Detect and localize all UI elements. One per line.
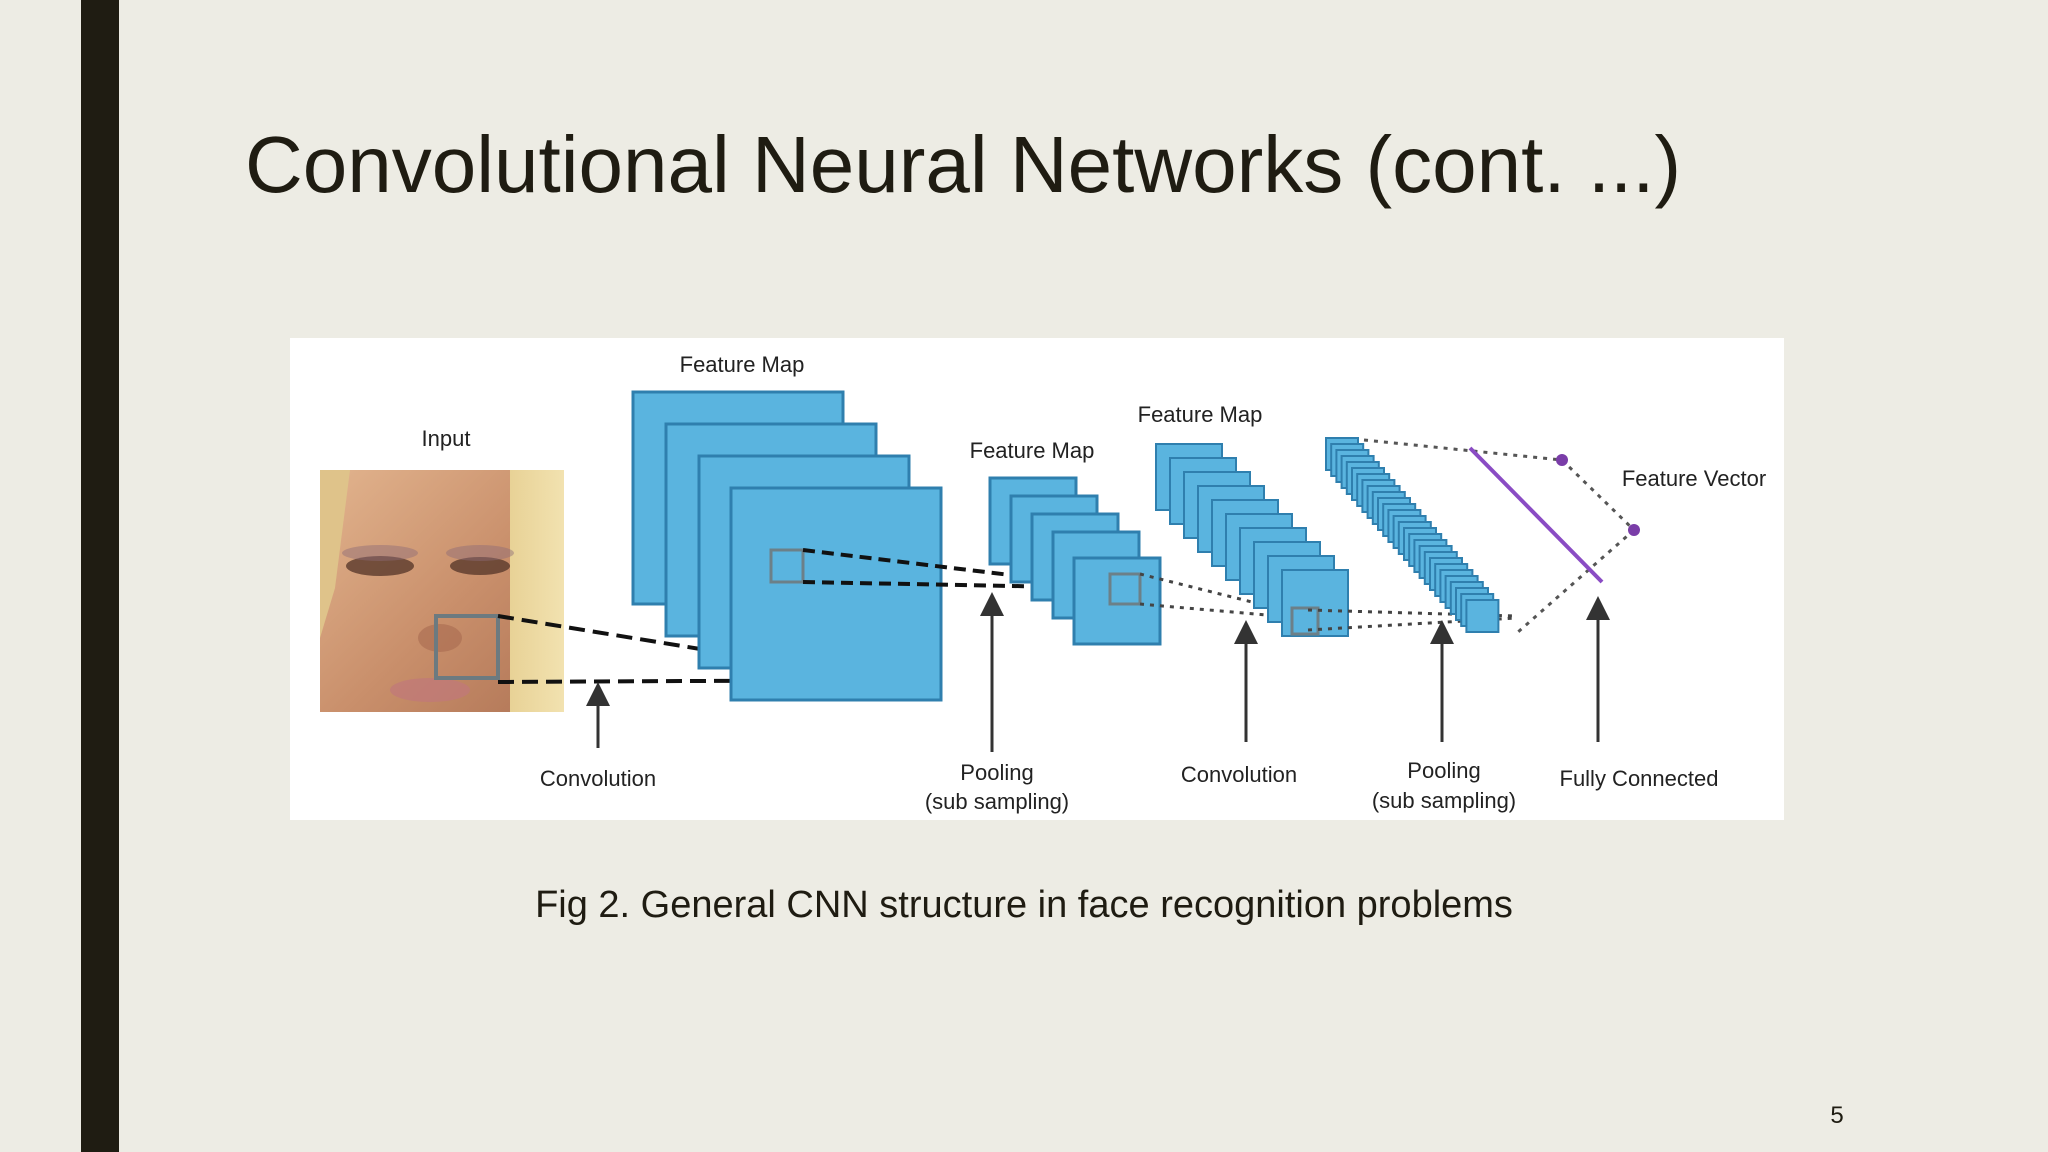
label-pooling-1: Pooling (960, 760, 1033, 785)
label-fully-connected: Fully Connected (1560, 766, 1719, 791)
label-pooling-2: Pooling (1407, 758, 1480, 783)
cnn-diagram-svg: Input Feature Map Feature Map Feature Ma… (320, 352, 1766, 814)
feature-map-stack-2 (988, 476, 1162, 646)
slide-side-bar (81, 0, 119, 1152)
pool1-projection-lines (802, 548, 1119, 590)
page-number: 5 (1830, 1102, 1844, 1129)
feature-map-stack-1 (631, 390, 943, 702)
input-face-image (320, 470, 564, 712)
label-pooling-1-sub: (sub sampling) (925, 789, 1069, 814)
fully-connected-layer (1363, 438, 1640, 634)
label-convolution-2: Convolution (1181, 762, 1297, 787)
feature-map-stack-3 (1155, 443, 1349, 637)
figure-caption: Fig 2. General CNN structure in face rec… (535, 884, 1513, 926)
label-feature-map-3: Feature Map (1138, 402, 1263, 427)
label-feature-vector: Feature Vector (1622, 466, 1766, 491)
label-convolution-1: Convolution (540, 766, 656, 791)
label-feature-map-1: Feature Map (680, 352, 805, 377)
fc-node-bottom (1628, 524, 1640, 536)
label-input: Input (422, 426, 471, 451)
feature-map-stack-4 (1325, 437, 1500, 633)
feature-map-4-layer (1465, 599, 1500, 633)
label-feature-map-2: Feature Map (970, 438, 1095, 463)
fc-node-top (1556, 454, 1568, 466)
label-pooling-2-sub: (sub sampling) (1372, 788, 1516, 813)
conv2-receptive-field (1290, 606, 1320, 636)
slide-title: Convolutional Neural Networks (cont. ...… (245, 120, 1682, 209)
cnn-diagram: Input Feature Map Feature Map Feature Ma… (290, 338, 1784, 820)
stage-arrows (586, 592, 1610, 752)
